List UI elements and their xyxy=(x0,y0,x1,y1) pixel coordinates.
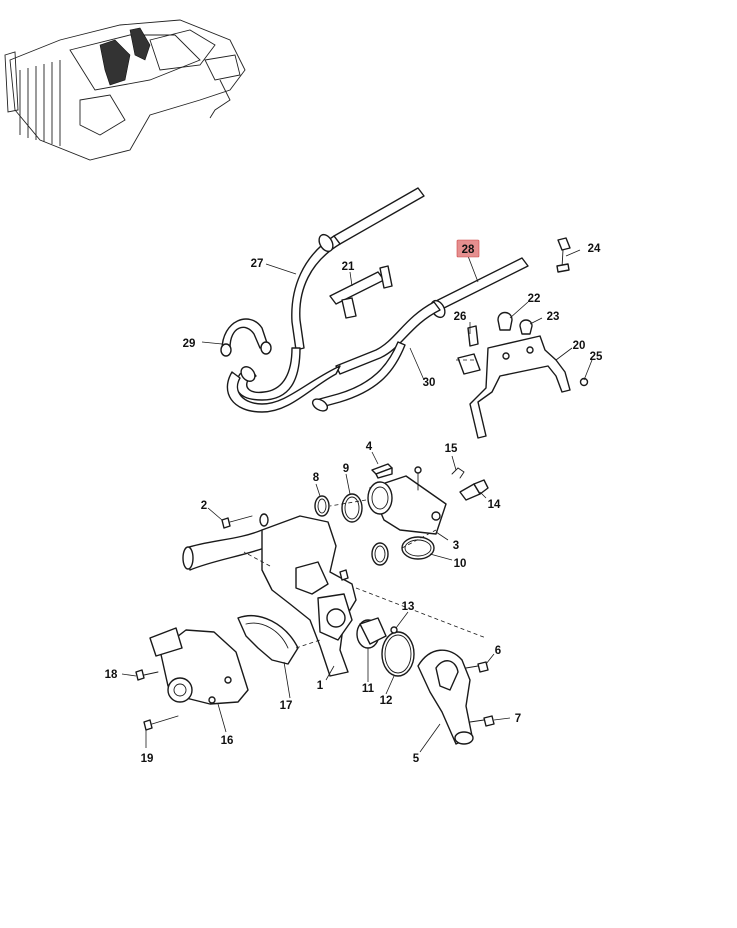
callout-4[interactable]: 4 xyxy=(366,441,373,453)
callout-17[interactable]: 17 xyxy=(280,700,293,712)
callout-9[interactable]: 9 xyxy=(343,463,349,475)
callout-14[interactable]: 14 xyxy=(488,499,501,511)
callout-20[interactable]: 20 xyxy=(573,340,586,352)
callout-leader-lines xyxy=(121,249,593,753)
callout-labels: 28 27 21 24 22 23 26 29 20 25 30 4 15 8 … xyxy=(105,239,603,765)
engine-overview-thumbnail xyxy=(4,19,246,161)
thermostat-housing-assembly xyxy=(135,463,495,745)
callout-21[interactable]: 21 xyxy=(342,261,355,273)
callout-10[interactable]: 10 xyxy=(454,558,467,570)
callout-2[interactable]: 2 xyxy=(201,500,207,512)
callout-7[interactable]: 7 xyxy=(515,713,521,725)
callout-13[interactable]: 13 xyxy=(402,601,415,613)
callout-23[interactable]: 23 xyxy=(547,311,560,323)
callout-27[interactable]: 27 xyxy=(251,258,264,270)
callout-12[interactable]: 12 xyxy=(380,695,393,707)
callout-24[interactable]: 24 xyxy=(588,243,601,255)
callout-25[interactable]: 25 xyxy=(590,351,603,363)
callout-6[interactable]: 6 xyxy=(495,645,501,657)
callout-26[interactable]: 26 xyxy=(454,311,467,323)
callout-3[interactable]: 3 xyxy=(453,540,459,552)
callout-28-highlight xyxy=(456,239,480,258)
assembly-alignment-lines xyxy=(243,359,487,649)
coolant-pipe-assembly xyxy=(220,187,589,439)
callout-22[interactable]: 22 xyxy=(528,293,541,305)
callout-30[interactable]: 30 xyxy=(423,377,436,389)
callout-8[interactable]: 8 xyxy=(313,472,320,484)
callout-15[interactable]: 15 xyxy=(445,443,458,455)
callout-1[interactable]: 1 xyxy=(317,680,324,692)
callout-28[interactable]: 28 xyxy=(462,244,475,256)
callout-18[interactable]: 18 xyxy=(105,669,118,681)
callout-29[interactable]: 29 xyxy=(183,338,196,350)
callout-19[interactable]: 19 xyxy=(141,753,154,765)
callout-11[interactable]: 11 xyxy=(362,683,375,695)
callout-5[interactable]: 5 xyxy=(413,753,420,765)
callout-16[interactable]: 16 xyxy=(221,735,234,747)
